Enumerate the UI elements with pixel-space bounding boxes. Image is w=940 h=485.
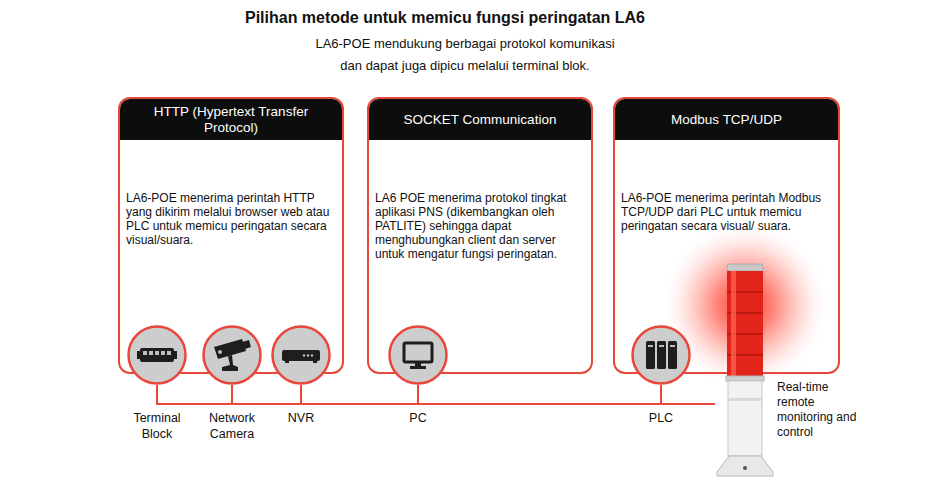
box-heading: Modbus TCP/UDP bbox=[615, 99, 838, 140]
box-body-text: LA6 POE menerima protokol tingkat aplika… bbox=[375, 191, 585, 261]
device-circle-shape bbox=[271, 325, 331, 385]
device-circle: PC bbox=[388, 325, 448, 385]
device-circle-shape bbox=[202, 325, 262, 385]
device-label: Terminal Block bbox=[121, 410, 193, 442]
box-body-text: LA6-POE menerima perintah HTTP yang diki… bbox=[126, 191, 336, 247]
tower-caption: Real-time remote monitoring and control bbox=[777, 380, 857, 440]
box-body-text: LA6-POE menerima perintah Modbus TCP/UDP… bbox=[621, 191, 832, 233]
network-wire bbox=[301, 385, 715, 404]
signal-tower-drawing bbox=[715, 262, 775, 478]
box-heading: HTTP (Hypertext Transfer Protocol) bbox=[120, 99, 342, 140]
device-circle-shape bbox=[127, 325, 187, 385]
box-heading: SOCKET Communication bbox=[369, 99, 591, 140]
device-label: PLC bbox=[625, 410, 697, 426]
network-wire bbox=[232, 385, 715, 404]
device-circle: PLC bbox=[631, 325, 691, 385]
device-label: PC bbox=[382, 410, 454, 426]
device-icon bbox=[282, 350, 320, 363]
device-circle-shape bbox=[388, 325, 448, 385]
subtitle-note: LA6-POE mendukung berbagai protokol komu… bbox=[308, 33, 622, 77]
signal-tower: Real-time remote monitoring and control bbox=[715, 262, 775, 478]
network-wire bbox=[418, 385, 715, 404]
device-label: Network Camera bbox=[196, 410, 268, 442]
device-icon bbox=[214, 339, 251, 371]
device-circle: NVR bbox=[271, 325, 331, 385]
network-wire bbox=[661, 385, 715, 404]
device-circle: Network Camera bbox=[202, 325, 262, 385]
device-icon bbox=[137, 348, 177, 362]
diagram-title: Pilihan metode untuk memicu fungsi perin… bbox=[0, 8, 890, 28]
device-icon bbox=[404, 343, 432, 369]
device-icon bbox=[646, 341, 677, 369]
device-circle: Terminal Block bbox=[127, 325, 187, 385]
network-wire bbox=[157, 385, 715, 404]
device-label: NVR bbox=[265, 410, 337, 426]
device-circle-shape bbox=[631, 325, 691, 385]
